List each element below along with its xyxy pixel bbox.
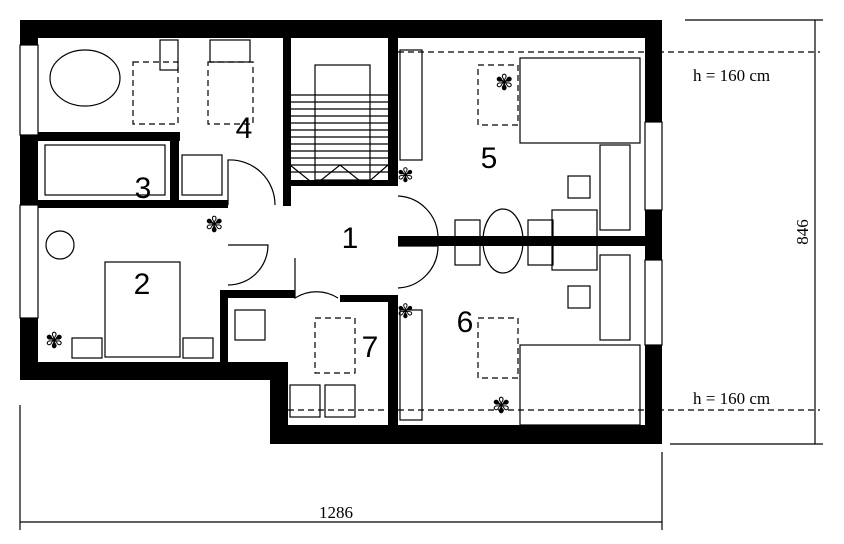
room-label-5: 5 bbox=[481, 142, 498, 175]
wall-right-upper bbox=[645, 20, 662, 122]
window-bathroom bbox=[19, 44, 39, 136]
wall-top bbox=[20, 20, 662, 38]
chair-room-6 bbox=[567, 285, 591, 309]
bed-room-5 bbox=[519, 57, 641, 144]
wall-room-7-top-right bbox=[340, 295, 398, 302]
stair-arrow bbox=[289, 164, 389, 186]
dimension-depth: 846 bbox=[670, 19, 823, 445]
room-label-7: 7 bbox=[362, 331, 379, 364]
chair-room-5 bbox=[567, 175, 591, 199]
plant-icon: ✾ bbox=[205, 212, 223, 237]
room-label-4: 4 bbox=[236, 112, 253, 145]
wall-step bbox=[270, 362, 288, 444]
outer-walls bbox=[20, 20, 662, 444]
dimension-depth-label: 846 bbox=[793, 219, 812, 245]
wall-room-7-left bbox=[220, 290, 228, 362]
plant-icon: ✾ bbox=[492, 393, 510, 418]
clearance-bath bbox=[132, 61, 179, 125]
plant-icon: ✾ bbox=[45, 328, 63, 353]
bathtub bbox=[49, 49, 121, 107]
wall-left-bottom bbox=[20, 318, 38, 380]
plant-icon: ✾ bbox=[495, 70, 513, 95]
door-room-4 bbox=[227, 159, 276, 206]
doors bbox=[227, 159, 439, 300]
wall-room-5-6-divider bbox=[398, 236, 645, 246]
wall-right-mid bbox=[645, 210, 662, 260]
desk-room-6 bbox=[599, 254, 631, 341]
toilet bbox=[159, 39, 179, 71]
wall-bottom-right bbox=[270, 425, 662, 444]
height-note-bottom: h = 160 cm bbox=[693, 389, 770, 408]
desk-room-5 bbox=[599, 144, 631, 231]
sink bbox=[209, 39, 251, 63]
room-label-6: 6 bbox=[457, 306, 474, 339]
bed-room-2 bbox=[104, 261, 181, 358]
wall-room-7-top-left bbox=[220, 290, 295, 298]
window-room-5 bbox=[644, 121, 663, 211]
clearance-room-6 bbox=[477, 317, 519, 379]
clearance-room-4 bbox=[207, 61, 254, 125]
door-room-7 bbox=[294, 258, 339, 300]
wall-room-3-bottom bbox=[38, 200, 228, 208]
wall-room-3-right bbox=[170, 132, 179, 207]
wall-left-mid bbox=[20, 135, 38, 205]
wall-bathroom-bottom bbox=[38, 132, 180, 141]
wardrobe-room-3 bbox=[44, 144, 166, 196]
nightstand-right bbox=[182, 337, 214, 359]
wardrobe-room-5 bbox=[399, 49, 423, 161]
window-room-2 bbox=[19, 204, 39, 319]
washer bbox=[289, 384, 321, 418]
round-table bbox=[482, 208, 524, 274]
windows bbox=[19, 44, 663, 346]
interior-walls bbox=[38, 38, 645, 425]
door-room-6 bbox=[397, 245, 439, 289]
window-room-6 bbox=[644, 259, 663, 346]
wall-stair-bottom bbox=[290, 180, 388, 186]
plant-icon: ✾ bbox=[397, 165, 414, 187]
dryer bbox=[324, 384, 356, 418]
door-room-2 bbox=[227, 244, 269, 286]
dimension-width: 1286 bbox=[19, 405, 663, 530]
room-label-2: 2 bbox=[134, 268, 151, 301]
shelf-left bbox=[454, 219, 481, 266]
cabinet-room-7 bbox=[234, 309, 266, 341]
wall-left-top bbox=[20, 20, 38, 45]
plant-icon: ✾ bbox=[397, 301, 414, 323]
clearance-room-5 bbox=[477, 64, 519, 126]
shelf-right bbox=[527, 219, 554, 266]
nightstand-left bbox=[71, 337, 103, 359]
armchair bbox=[45, 230, 75, 260]
shared-desk bbox=[551, 209, 598, 271]
door-room-5 bbox=[397, 195, 439, 239]
wall-right-lower bbox=[645, 345, 662, 444]
dimension-width-label: 1286 bbox=[319, 503, 353, 522]
furniture bbox=[44, 39, 641, 426]
wall-bottom-left bbox=[20, 362, 288, 380]
clearance-room-7 bbox=[314, 317, 356, 374]
height-note-top: h = 160 cm bbox=[693, 66, 770, 85]
wall-room-6-left bbox=[388, 298, 398, 425]
wall-stair-right bbox=[388, 38, 398, 186]
wall-stair-left bbox=[283, 38, 291, 206]
shower bbox=[181, 154, 223, 196]
staircase bbox=[289, 64, 389, 186]
bed-room-6 bbox=[519, 344, 641, 426]
plants: ✾ ✾ ✾ ✾ ✾ ✾ bbox=[45, 70, 513, 418]
room-label-1: 1 bbox=[342, 222, 359, 255]
room-label-3: 3 bbox=[135, 172, 152, 205]
wardrobe-room-6 bbox=[399, 309, 423, 421]
